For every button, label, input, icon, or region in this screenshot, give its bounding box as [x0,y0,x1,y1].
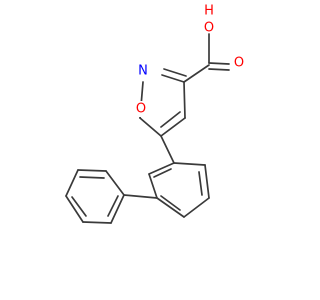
bond-ring2-inner-3 [107,195,119,217]
carbonyl-oxygen-label: O [234,56,244,71]
bond-ring2-3 [65,169,79,197]
bond-ring1-1 [173,162,206,166]
hydroxyl-hydrogen-label: H [204,4,214,19]
atom-label-ring-oxygen: O [134,101,147,117]
hydroxyl-oxygen-label: O [204,21,214,36]
bond-ring2-5 [82,221,112,224]
bond-ring2-4 [65,195,84,223]
bond-c-o-double-b [208,68,230,71]
bond-c4-c5-a [160,117,186,137]
bond-ring2-6 [110,194,125,224]
atom-label-hydroxyl: H O [203,4,216,36]
bond-ring1-inner-3 [153,168,172,178]
bond-c3-c4 [183,81,186,119]
bond-n-c3-b [163,68,187,77]
bond-ring1-5 [148,173,158,199]
bond-c5-phenyl [160,135,175,164]
bond-c3-carboxyl [183,64,210,83]
atom-label-nitrogen: N [137,63,150,79]
bond-c-o-double-a [208,62,230,65]
bond-ring1-6 [148,162,175,175]
bond-ring2-inner-1 [79,176,105,179]
bond-ring1-3 [183,197,210,218]
bond-ring1-2 [204,164,210,199]
bond-biphenyl-link [123,194,158,199]
bond-ring2-1 [105,170,125,196]
bond-ring1-inner-2 [160,195,181,211]
ring-oxygen-label: O [136,102,146,117]
ring-nitrogen-label: N [138,64,148,79]
bond-ring1-4 [156,197,185,218]
bond-c5-o [139,117,162,137]
bonds [65,33,230,224]
bond-c4-c5-b [160,111,181,128]
atom-label-carbonyl-o: O [233,55,246,71]
bond-n-c3-a [161,74,185,83]
bond-ring2-2 [77,169,107,172]
molecule-diagram: O H O N O [65,3,246,224]
bond-ring2-inner-2 [71,196,87,217]
bond-ring1-inner-1 [198,171,203,196]
